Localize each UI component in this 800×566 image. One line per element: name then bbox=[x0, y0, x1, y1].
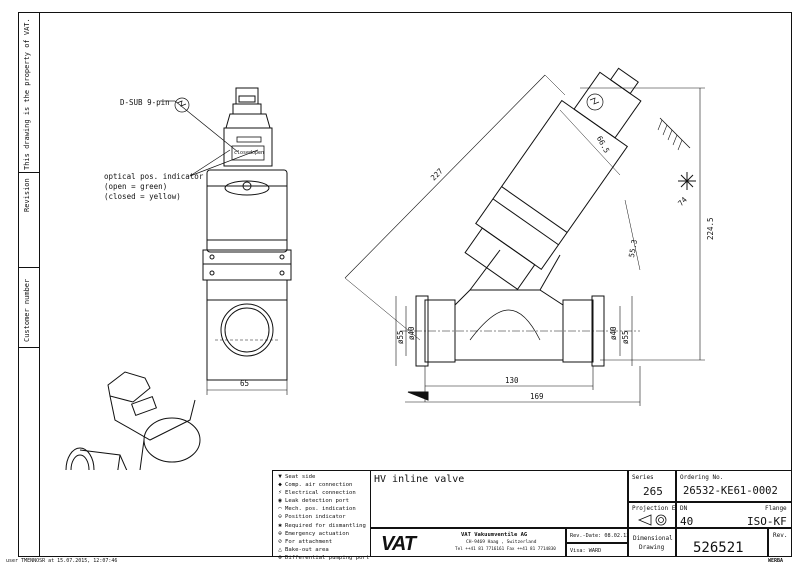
legend-item: ◆Comp. air connection bbox=[275, 481, 370, 489]
legend-item: △Bake-out area bbox=[275, 546, 370, 554]
legend-item: ⊘For attachment bbox=[275, 538, 370, 546]
company-contact: Tel ++41 81 7716161 Fax ++41 81 7714830 bbox=[455, 547, 556, 552]
legend-label: Seat side bbox=[285, 474, 316, 480]
legend-item: ◉Leak detection port bbox=[275, 497, 370, 505]
series: 265 bbox=[643, 485, 663, 498]
mech-pos-icon: ⌒ bbox=[278, 505, 282, 513]
sidebar: This drawing is the property of VAT. Rev… bbox=[18, 12, 40, 557]
optical-note-line3: (closed = yellow) bbox=[104, 192, 181, 201]
legend-label: Electrical connection bbox=[285, 490, 356, 497]
emergency-icon: ⊕ bbox=[278, 529, 282, 537]
rev-cell: Rev. bbox=[768, 528, 792, 557]
legend-item: ⊛Differential pumping port bbox=[275, 554, 370, 562]
dim-height: 224.5 bbox=[706, 217, 715, 240]
open-label: open bbox=[252, 150, 265, 156]
dimensional-line2: Drawing bbox=[639, 544, 665, 551]
optical-note-line2: (open = green) bbox=[104, 182, 168, 191]
divider bbox=[18, 347, 40, 348]
divider bbox=[18, 267, 40, 268]
attachment-icon: ⊘ bbox=[278, 537, 282, 545]
dismantling-icon: ✱ bbox=[278, 521, 282, 529]
company-address: CH-9469 Haag , Switzerland bbox=[466, 540, 537, 545]
legend-item: ⊖Position indicator bbox=[275, 513, 370, 521]
dimensional-cell: Dimensional Drawing bbox=[628, 528, 676, 557]
visa: Visa: WARD bbox=[570, 548, 602, 554]
company-cell: VAT VAT Vakuumventile AG CH-9469 Haag , … bbox=[370, 528, 566, 557]
leak-detection-icon: ◉ bbox=[278, 497, 282, 505]
flange-label: Flange bbox=[765, 505, 787, 512]
comp-air-icon: ◆ bbox=[278, 481, 282, 489]
vat-logo: VAT bbox=[381, 533, 416, 555]
dn-label: DN bbox=[680, 505, 688, 512]
dim-dia-inner-right: ø40 bbox=[609, 326, 618, 340]
legend-item: ⊕Emergency actuation bbox=[275, 530, 370, 538]
dn-flange-cell: DN Flange 40 ISO-KF bbox=[676, 502, 792, 528]
optical-note-line1: optical pos. indicator bbox=[104, 172, 204, 181]
series-cell: Series 265 bbox=[628, 470, 676, 502]
legend-item: ⌒Mech. pos. indication bbox=[275, 505, 370, 513]
legend-item: ⚡Electrical connection bbox=[275, 489, 370, 497]
seat-side-icon: ▼ bbox=[278, 473, 282, 480]
legend-label: Differential pumping port bbox=[285, 554, 370, 561]
closed-label: closed bbox=[234, 150, 253, 156]
legend-label: Mech. pos. indication bbox=[285, 506, 356, 513]
ordering-cell: Ordering No. 26532-KE61-0002 bbox=[676, 470, 792, 502]
projection-cell: Projection E bbox=[628, 502, 676, 528]
dn-value: 40 bbox=[680, 515, 694, 528]
brand-stamp: WERBA bbox=[768, 558, 784, 564]
legend-label: Bake-out area bbox=[285, 546, 329, 553]
user-stamp: user TMENNOSR at 15.07.2015, 12:07:46 bbox=[6, 558, 118, 564]
dim-width-169: 169 bbox=[530, 392, 544, 401]
legend-label: Required for dismantling bbox=[285, 522, 366, 529]
legend-label: Leak detection port bbox=[285, 498, 349, 505]
dim-dia-outer-left: ø55 bbox=[396, 330, 405, 344]
dimensional-line1: Dimensional bbox=[633, 535, 673, 542]
bake-out-icon: △ bbox=[278, 545, 282, 553]
symbol-legend: ▼Seat side ◆Comp. air connection ⚡Electr… bbox=[275, 473, 370, 562]
projection-icon bbox=[637, 514, 667, 526]
legend-item: ✱Required for dismantling bbox=[275, 522, 370, 530]
divider bbox=[18, 172, 40, 173]
position-indicator-icon: ⊖ bbox=[278, 513, 282, 521]
description-cell: HV inline valve bbox=[370, 470, 628, 528]
rev-date-cell: Rev.-Date: 08.02.12 bbox=[566, 528, 630, 543]
legend-label: For attachment bbox=[285, 538, 333, 545]
series-label: Series bbox=[632, 474, 654, 481]
dim-dia-outer-right: ø55 bbox=[621, 330, 630, 344]
legend-label: Position indicator bbox=[285, 514, 346, 521]
rev-label: Rev. bbox=[773, 532, 788, 539]
dim-front-width: 65 bbox=[240, 379, 250, 388]
dim-width-130: 130 bbox=[505, 376, 519, 385]
legend-item: ▼Seat side bbox=[275, 473, 370, 481]
description: HV inline valve bbox=[374, 474, 465, 485]
dsub-note: D-SUB 9-pin bbox=[120, 98, 170, 107]
technical-drawing bbox=[65, 67, 705, 470]
drawing-number: 526521 bbox=[693, 540, 744, 556]
company-name: VAT Vakuumventile AG bbox=[461, 532, 528, 538]
drawing-no-cell: 526521 bbox=[676, 528, 768, 557]
legend-label: Comp. air connection bbox=[285, 482, 353, 489]
flange-value: ISO-KF bbox=[747, 515, 787, 528]
legend-label: Emergency actuation bbox=[285, 530, 349, 537]
electrical-icon: ⚡ bbox=[278, 489, 282, 497]
projection-label: Projection E bbox=[632, 505, 676, 512]
visa-cell: Visa: WARD bbox=[566, 543, 628, 557]
rev-date: Rev.-Date: 08.02.12 bbox=[570, 533, 630, 539]
ordering-label: Ordering No. bbox=[680, 474, 724, 481]
dim-dia-inner-left: ø40 bbox=[407, 326, 416, 340]
ordering-no: 26532-KE61-0002 bbox=[683, 485, 778, 497]
pumping-port-icon: ⊛ bbox=[278, 553, 282, 561]
